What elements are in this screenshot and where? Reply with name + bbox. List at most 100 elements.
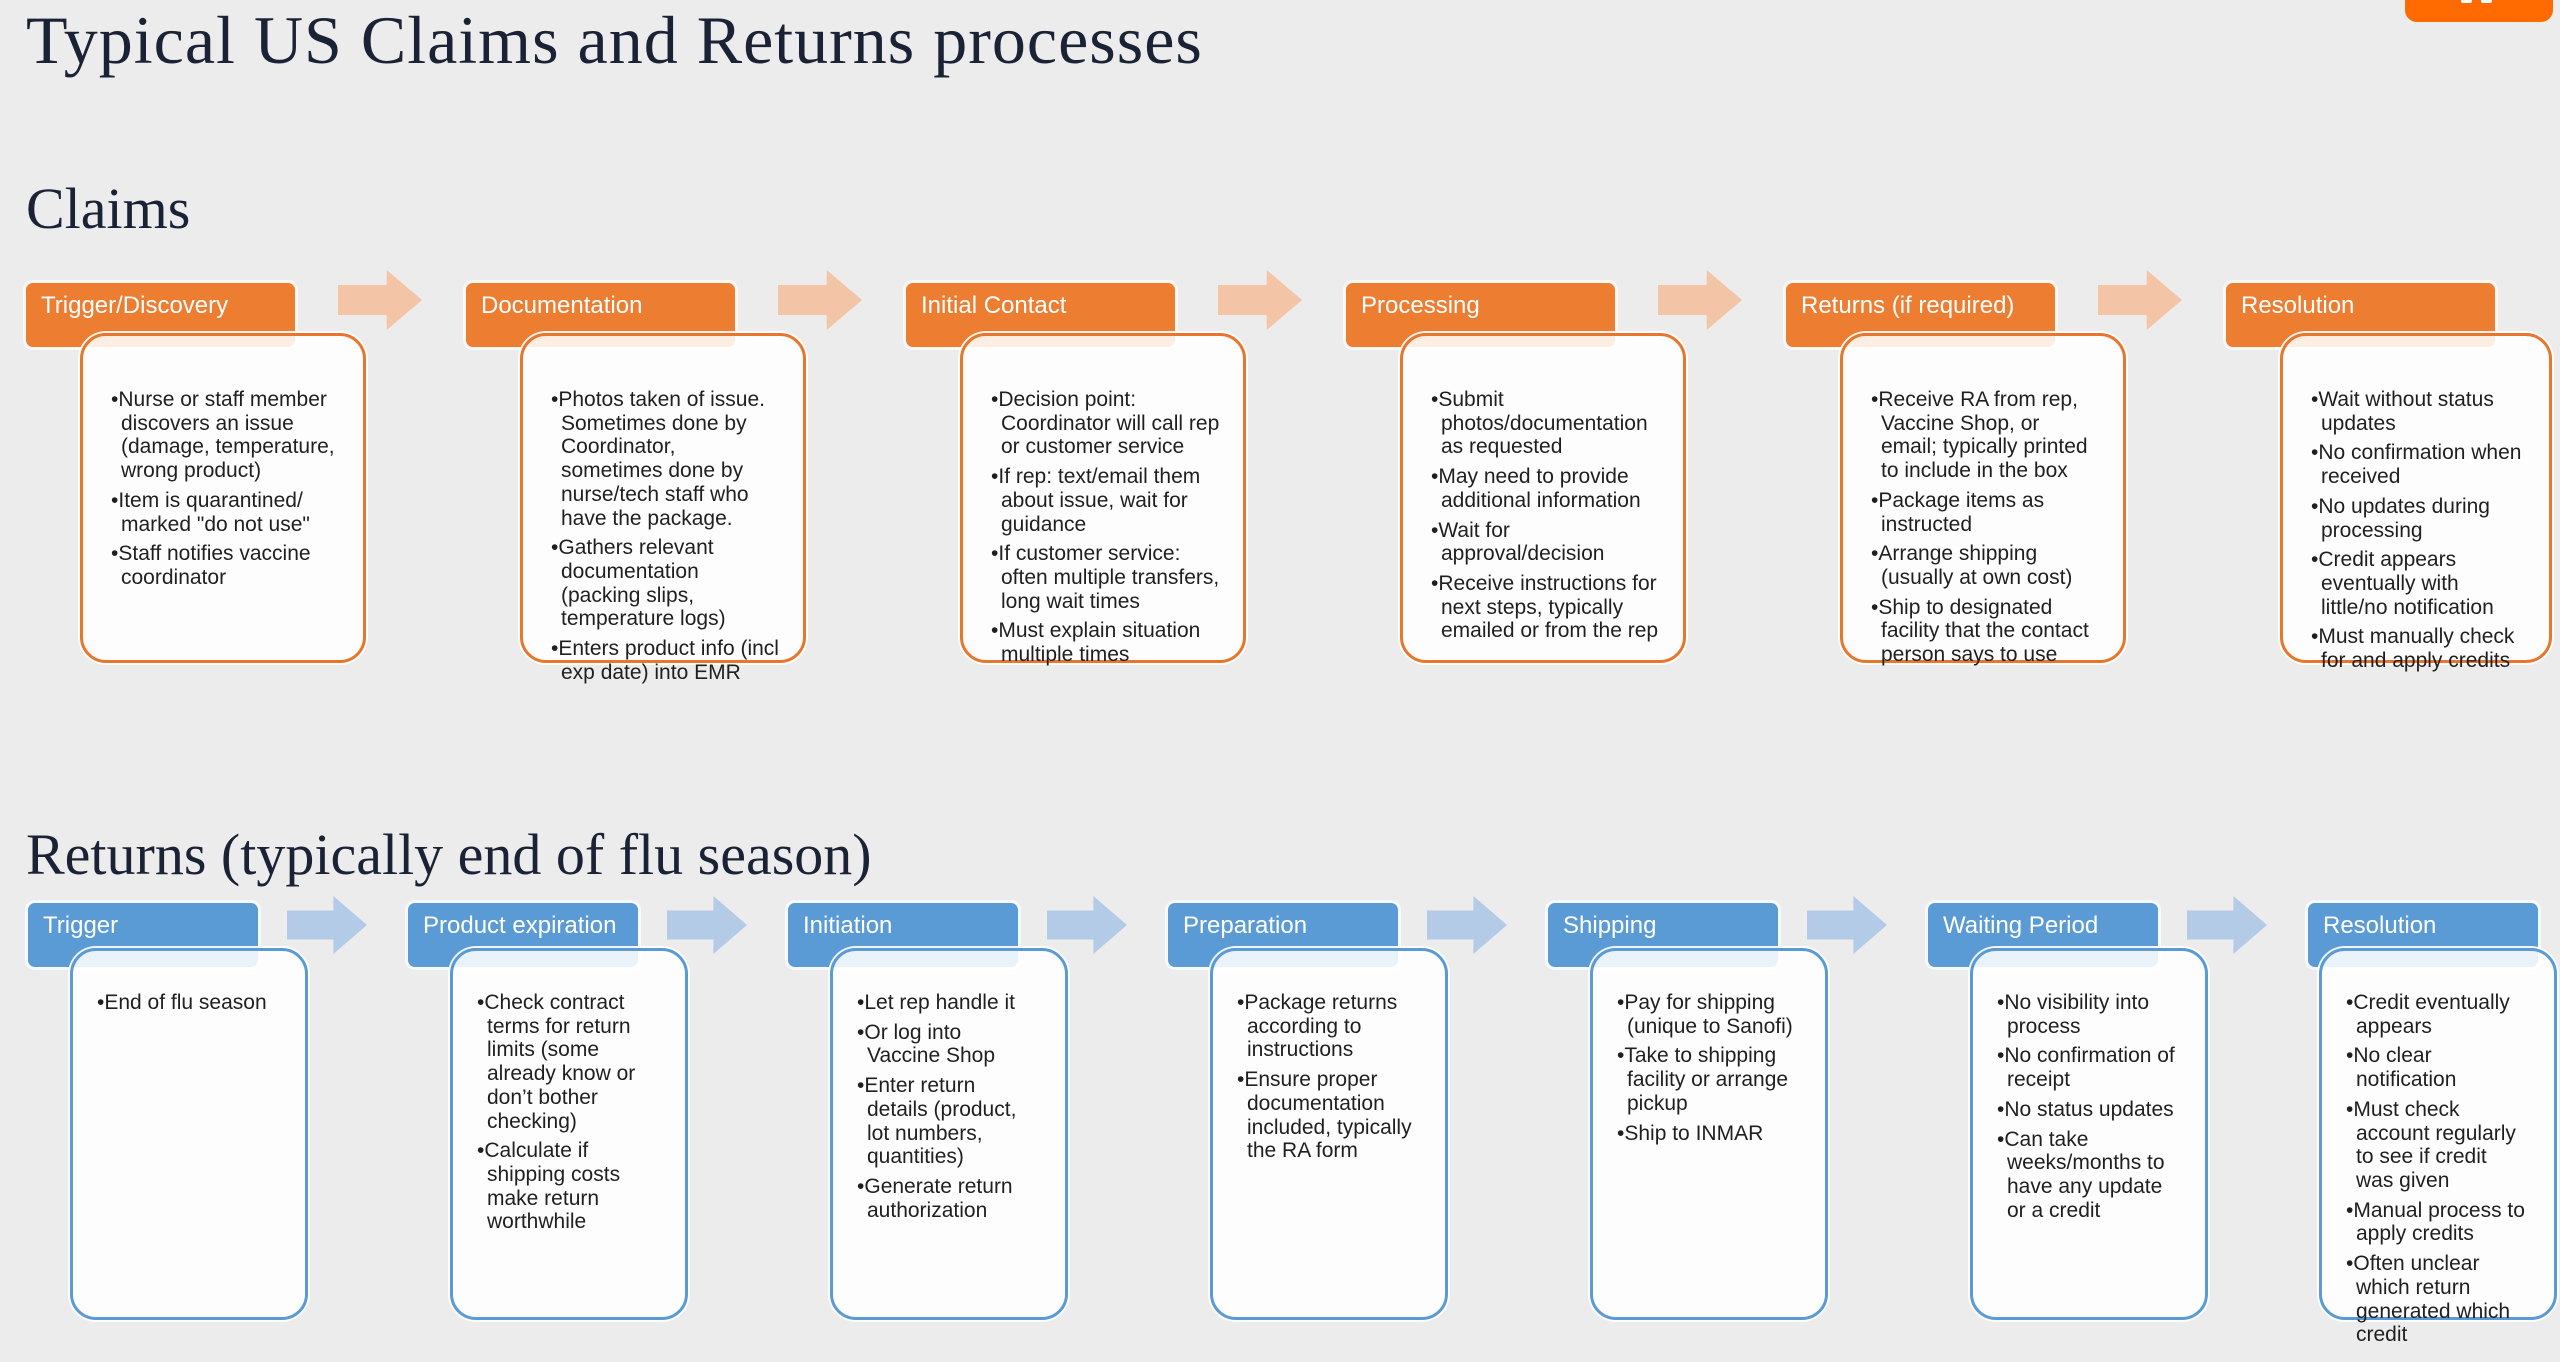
- bullet-item: Check contract terms for return limits (…: [477, 991, 659, 1133]
- bullet-item: Ship to INMAR: [1617, 1122, 1799, 1146]
- returns-section-heading: Returns (typically end of flu season): [26, 822, 872, 887]
- bullet-list: Photos taken of issue. Sometimes done by…: [551, 388, 781, 685]
- bullet-list: Nurse or staff member discovers an issue…: [111, 388, 341, 590]
- bullet-item: Photos taken of issue. Sometimes done by…: [551, 388, 781, 530]
- bullet-item: Manual process to apply credits: [2346, 1199, 2528, 1246]
- bullet-item: Wait for approval/decision: [1431, 519, 1661, 566]
- bullet-list: Submit photos/documentation as requested…: [1431, 388, 1661, 643]
- bullet-item: End of flu season: [97, 991, 279, 1015]
- stage-card: Receive RA from rep, Vaccine Shop, or em…: [1840, 333, 2126, 666]
- stage-card: Decision point: Coordinator will call re…: [960, 333, 1246, 666]
- bullet-item: Credit appears eventually with little/no…: [2311, 548, 2527, 619]
- page-title: Typical US Claims and Returns processes: [26, 2, 1203, 78]
- bullet-item: Generate return authorization: [857, 1175, 1039, 1222]
- stage-card: Photos taken of issue. Sometimes done by…: [520, 333, 806, 684]
- stage-card: Let rep handle it Or log into Vaccine Sh…: [830, 948, 1068, 1320]
- bullet-item: Gathers relevant documentation (packing …: [551, 536, 781, 631]
- claims-stage-returns-if-required: Returns (if required) Receive RA from re…: [1783, 280, 2173, 710]
- bullet-item: Must manually check for and apply credit…: [2311, 625, 2527, 672]
- bullet-item: No confirmation when received: [2311, 441, 2527, 488]
- stage-card: Submit photos/documentation as requested…: [1400, 333, 1686, 663]
- bullet-item: Enter return details (product, lot numbe…: [857, 1074, 1039, 1169]
- bullet-item: Or log into Vaccine Shop: [857, 1021, 1039, 1068]
- bullet-item: Package returns according to instruction…: [1237, 991, 1419, 1062]
- bullet-item: Pay for shipping (unique to Sanofi): [1617, 991, 1799, 1038]
- bullet-item: No status updates: [1997, 1098, 2179, 1122]
- cutoff-orange-button[interactable]: [2405, 0, 2553, 22]
- bullet-item: Decision point: Coordinator will call re…: [991, 388, 1221, 459]
- bullet-item: Wait without status updates: [2311, 388, 2527, 435]
- button-glyph-fragment: [2481, 0, 2492, 3]
- stage-card: Check contract terms for return limits (…: [450, 948, 688, 1320]
- bullet-item: Can take weeks/months to have any update…: [1997, 1128, 2179, 1223]
- bullet-item: Submit photos/documentation as requested: [1431, 388, 1661, 459]
- bullet-item: Item is quarantined/ marked "do not use": [111, 489, 341, 536]
- returns-stage-initiation: Initiation Let rep handle it Or log into…: [785, 900, 1175, 1330]
- stage-label: Returns (if required): [1801, 292, 2015, 319]
- bullet-item: No updates during processing: [2311, 495, 2527, 542]
- stage-label: Initial Contact: [921, 292, 1067, 319]
- stage-card: End of flu season: [70, 948, 308, 1320]
- stage-card: No visibility into process No confirmati…: [1970, 948, 2208, 1320]
- bullet-list: Wait without status updates No confirmat…: [2311, 388, 2527, 673]
- stage-card: Nurse or staff member discovers an issue…: [80, 333, 366, 663]
- bullet-item: Take to shipping facility or arrange pic…: [1617, 1044, 1799, 1115]
- bullet-item: No visibility into process: [1997, 991, 2179, 1038]
- returns-stage-waiting-period: Waiting Period No visibility into proces…: [1925, 900, 2315, 1330]
- bullet-item: Credit eventually appears: [2346, 991, 2528, 1038]
- stage-label: Processing: [1361, 292, 1480, 319]
- bullet-list: Receive RA from rep, Vaccine Shop, or em…: [1871, 388, 2101, 667]
- bullet-item: Enters product info (incl exp date) into…: [551, 637, 781, 684]
- claims-stage-documentation: Documentation Photos taken of issue. Som…: [463, 280, 853, 710]
- bullet-item: No clear notification: [2346, 1044, 2528, 1091]
- returns-stage-trigger: Trigger End of flu season: [25, 900, 415, 1330]
- bullet-item: If rep: text/email them about issue, wai…: [991, 465, 1221, 536]
- claims-stage-initial-contact: Initial Contact Decision point: Coordina…: [903, 280, 1293, 710]
- stage-label: Product expiration: [423, 912, 617, 939]
- returns-stage-shipping: Shipping Pay for shipping (unique to San…: [1545, 900, 1935, 1330]
- stage-label: Shipping: [1563, 912, 1657, 939]
- bullet-item: Ship to designated facility that the con…: [1871, 596, 2101, 667]
- stage-label: Resolution: [2241, 292, 2355, 319]
- bullet-item: Let rep handle it: [857, 991, 1039, 1015]
- bullet-item: Package items as instructed: [1871, 489, 2101, 536]
- stage-label: Resolution: [2323, 912, 2437, 939]
- bullet-item: Arrange shipping (usually at own cost): [1871, 542, 2101, 589]
- stage-label: Waiting Period: [1943, 912, 2099, 939]
- stage-card: Credit eventually appears No clear notif…: [2319, 948, 2557, 1346]
- claims-stage-processing: Processing Submit photos/documentation a…: [1343, 280, 1733, 710]
- returns-stage-product-expiration: Product expiration Check contract terms …: [405, 900, 795, 1330]
- bullet-list: Credit eventually appears No clear notif…: [2346, 991, 2528, 1347]
- bullet-item: Receive instructions for next steps, typ…: [1431, 572, 1661, 643]
- bullet-item: Ensure proper documentation included, ty…: [1237, 1068, 1419, 1163]
- stage-label: Documentation: [481, 292, 643, 319]
- bullet-item: If customer service: often multiple tran…: [991, 542, 1221, 613]
- stage-card: Package returns according to instruction…: [1210, 948, 1448, 1320]
- bullet-list: Pay for shipping (unique to Sanofi) Take…: [1617, 991, 1799, 1145]
- bullet-list: End of flu season: [97, 991, 279, 1015]
- bullet-item: Must check account regularly to see if c…: [2346, 1098, 2528, 1193]
- bullet-list: Check contract terms for return limits (…: [477, 991, 659, 1234]
- stage-label: Trigger/Discovery: [41, 292, 229, 319]
- bullet-list: Package returns according to instruction…: [1237, 991, 1419, 1163]
- claims-stage-resolution: Resolution Wait without status updates N…: [2223, 280, 2560, 710]
- bullet-item: Nurse or staff member discovers an issue…: [111, 388, 341, 483]
- claims-stage-trigger-discovery: Trigger/Discovery Nurse or staff member …: [23, 280, 413, 710]
- stage-label: Preparation: [1183, 912, 1308, 939]
- bullet-item: Receive RA from rep, Vaccine Shop, or em…: [1871, 388, 2101, 483]
- claims-section-heading: Claims: [26, 176, 191, 241]
- stage-label: Initiation: [803, 912, 893, 939]
- bullet-list: Decision point: Coordinator will call re…: [991, 388, 1221, 667]
- bullet-item: No confirmation of receipt: [1997, 1044, 2179, 1091]
- returns-stage-preparation: Preparation Package returns according to…: [1165, 900, 1555, 1330]
- stage-card: Pay for shipping (unique to Sanofi) Take…: [1590, 948, 1828, 1320]
- bullet-list: No visibility into process No confirmati…: [1997, 991, 2179, 1222]
- bullet-item: May need to provide additional informati…: [1431, 465, 1661, 512]
- button-glyph-fragment: [2461, 0, 2472, 3]
- bullet-item: Often unclear which return generated whi…: [2346, 1252, 2528, 1347]
- bullet-item: Must explain situation multiple times: [991, 619, 1221, 666]
- stage-card: Wait without status updates No confirmat…: [2280, 333, 2552, 672]
- bullet-list: Let rep handle it Or log into Vaccine Sh…: [857, 991, 1039, 1222]
- bullet-item: Staff notifies vaccine coordinator: [111, 542, 341, 589]
